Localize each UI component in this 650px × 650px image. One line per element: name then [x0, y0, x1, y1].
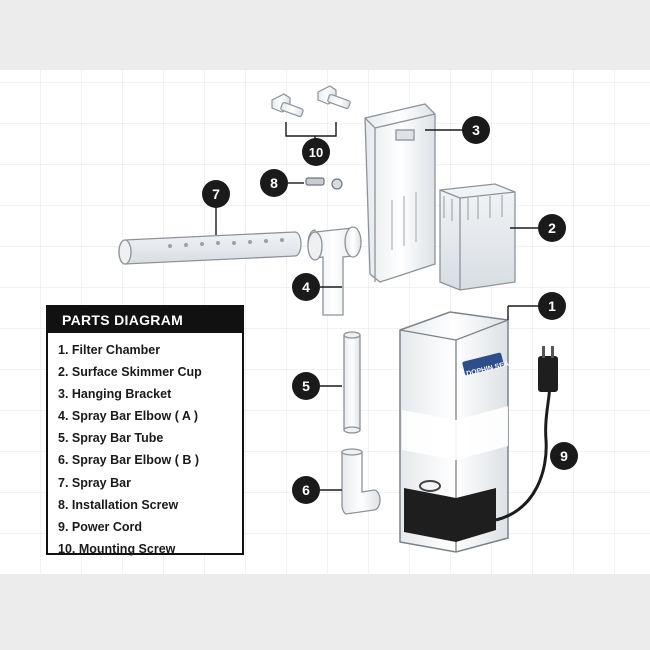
callout-6: 6 [292, 476, 320, 504]
callout-number: 2 [548, 220, 556, 236]
spray-bar-elbow-b [341, 448, 381, 515]
callout-8: 8 [260, 169, 288, 197]
spray-bar-elbow-a [307, 226, 362, 316]
callout-number: 4 [302, 279, 310, 295]
legend-item: 1. Filter Chamber [58, 343, 161, 357]
callout-number: 7 [212, 186, 220, 202]
callout-number: 5 [302, 378, 310, 394]
legend-item: 9. Power Cord [58, 519, 143, 534]
callout-2: 2 [538, 214, 566, 242]
spray-bar [118, 231, 302, 265]
callout-10: 10 [302, 138, 330, 166]
legend-item: 8. Installation Screw [58, 497, 179, 512]
hanging-bracket [364, 103, 436, 283]
callout-7: 7 [202, 180, 230, 208]
legend-item: 2. Surface Skimmer Cup [58, 365, 202, 380]
legend-title: PARTS DIAGRAM [48, 307, 242, 333]
legend-item: 5. Spray Bar Tube [58, 431, 164, 446]
callout-5: 5 [292, 372, 320, 400]
callout-number: 8 [270, 175, 278, 191]
legend-item: 4. Spray Bar Elbow ( A ) [58, 409, 199, 424]
spray-bar-tube [343, 331, 361, 434]
legend-item: 7. Spray Bar [58, 475, 131, 490]
callout-1: 1 [538, 292, 566, 320]
installation-screw [305, 177, 343, 190]
mounting-screws [271, 85, 351, 118]
callout-9: 9 [550, 442, 578, 470]
filter-chamber: DOPHIN SEA [399, 311, 510, 553]
legend-item: 10. Mounting Screw [58, 541, 176, 556]
parts-legend: PARTS DIAGRAM 1. Filter Chamber 2. Surfa… [46, 305, 244, 556]
callout-number: 10 [309, 145, 323, 160]
callout-number: 1 [548, 298, 556, 314]
callout-number: 6 [302, 482, 310, 498]
callout-4: 4 [292, 273, 320, 301]
callout-number: 9 [560, 448, 568, 464]
leader-lines [215, 122, 540, 491]
legend-item: 3. Hanging Bracket [58, 387, 172, 402]
legend-item: 6. Spray Bar Elbow ( B ) [58, 453, 200, 468]
surface-skimmer-cup [439, 183, 516, 291]
legend-list: 1. Filter Chamber 2. Surface Skimmer Cup… [48, 339, 242, 560]
callout-3: 3 [462, 116, 490, 144]
power-cord [495, 346, 558, 522]
callout-number: 3 [472, 122, 480, 138]
